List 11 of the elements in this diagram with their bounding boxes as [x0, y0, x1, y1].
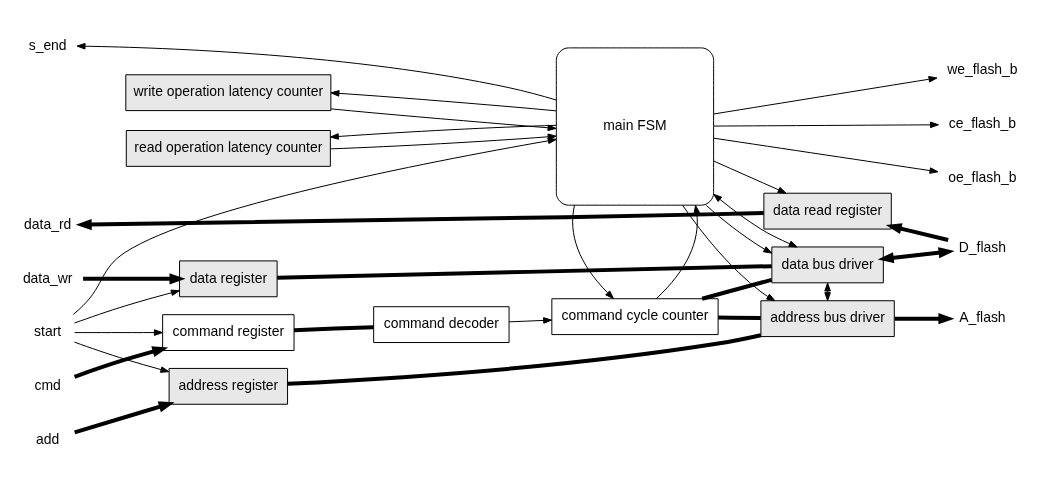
node-text: oe_flash_b	[948, 168, 1017, 185]
node-text: start	[34, 322, 62, 339]
node-text: data_rd	[24, 215, 72, 232]
node-text: s_end	[28, 36, 67, 53]
node-text: cmd	[34, 376, 61, 393]
node-text: we_flash_b	[947, 60, 1018, 77]
node-text: D_flash	[958, 238, 1006, 255]
node-text: ce_flash_b	[948, 114, 1017, 131]
node-text: data_wr	[22, 269, 73, 286]
node-text: A_flash	[959, 308, 1006, 325]
node-text: add	[36, 430, 60, 447]
